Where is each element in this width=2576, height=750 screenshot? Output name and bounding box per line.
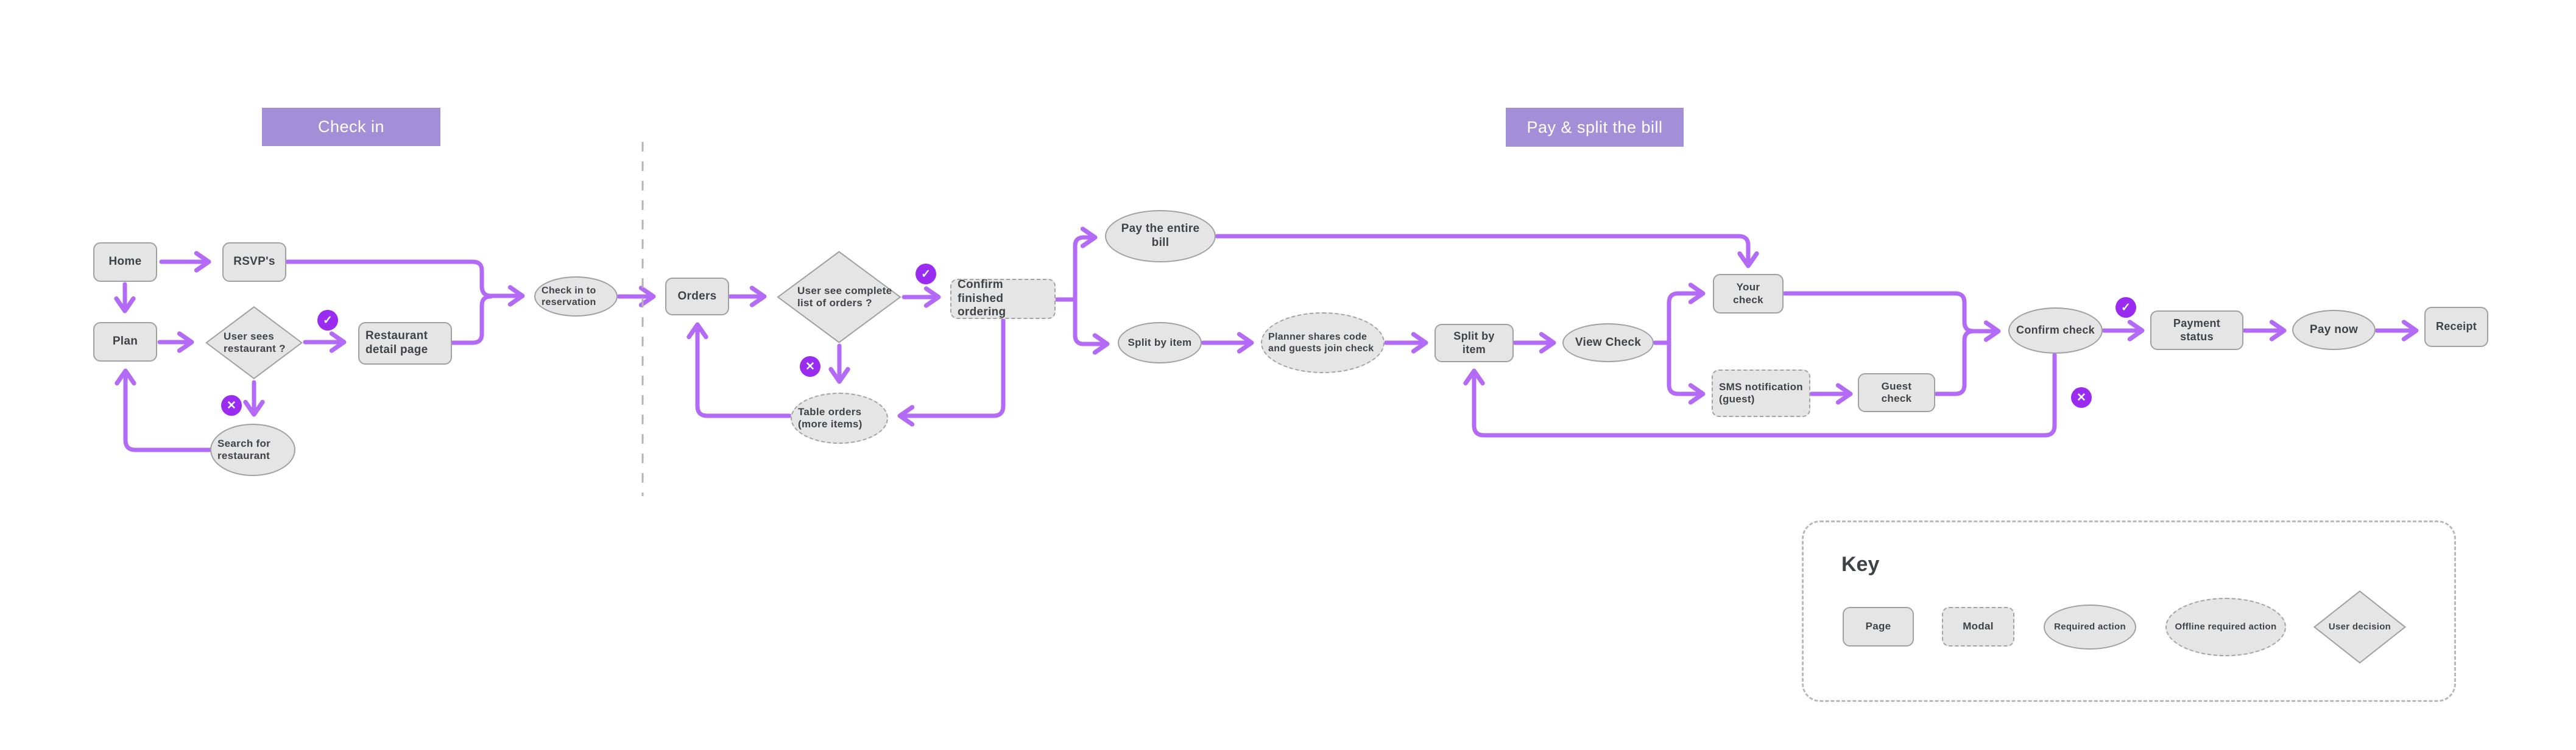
connector-brace-splititem [1073, 297, 1110, 355]
node-search-for-restaurant[interactable]: Search for restaurant [210, 424, 295, 476]
diamond-shape [777, 251, 902, 343]
diamond-shape [205, 306, 303, 379]
legend-label: User decision [2328, 622, 2391, 632]
node-label: Planner shares code and guests join chec… [1268, 331, 1374, 354]
node-view-check[interactable]: View Check [1562, 323, 1654, 362]
node-label: Table orders (more items) [798, 405, 863, 430]
node-label: Pay the entire bill [1121, 222, 1200, 249]
x-icon: ✕ [805, 360, 815, 373]
node-label: Home [108, 255, 142, 268]
node-planner-shares-code[interactable]: Planner shares code and guests join chec… [1261, 312, 1385, 373]
node-orders[interactable]: Orders [665, 278, 729, 315]
node-restaurant-detail-page[interactable]: Restaurant detail page [358, 322, 452, 365]
legend-label: Offline required action [2175, 622, 2277, 632]
node-guest-check[interactable]: Guest check [1858, 373, 1935, 412]
section-header-check-in: Check in [262, 108, 440, 146]
connector-search-plan [115, 368, 213, 452]
node-payment-status[interactable]: Payment status [2150, 310, 2243, 350]
node-label: Check in to reservation [542, 285, 596, 307]
node-sms-notification-guest[interactable]: SMS notification (guest) [1712, 370, 1810, 417]
node-your-check[interactable]: Your check [1713, 274, 1784, 314]
node-split-by-item-page[interactable]: Split by item [1434, 324, 1514, 362]
node-home[interactable]: Home [93, 242, 157, 282]
node-pay-now[interactable]: Pay now [2292, 310, 2376, 350]
legend-label: Required action [2054, 622, 2126, 632]
node-pay-the-entire-bill[interactable]: Pay the entire bill [1105, 210, 1216, 262]
check-icon: ✓ [921, 267, 931, 281]
connector-brace-yourcheck [1667, 282, 1706, 345]
node-label: Pay now [2309, 323, 2359, 336]
x-icon: ✕ [227, 399, 236, 412]
no-badge-icon: ✕ [2071, 387, 2092, 408]
legend-item-user-decision: User decision [2313, 591, 2406, 664]
node-split-by-item-action[interactable]: Split by item [1118, 322, 1202, 363]
diamond-shape [2313, 591, 2406, 664]
node-label: View Check [1575, 335, 1642, 349]
connector-brace-sms [1667, 340, 1706, 405]
node-table-orders[interactable]: Table orders (more items) [791, 393, 888, 444]
legend-key-box [1802, 520, 2456, 702]
node-label: Split by item [1127, 336, 1192, 348]
node-confirm-finished-ordering[interactable]: Confirm finished ordering [950, 278, 1056, 319]
node-label: SMS notification (guest) [1719, 380, 1803, 405]
node-confirm-check[interactable]: Confirm check [2008, 307, 2103, 354]
connector-detail-merge [450, 294, 493, 345]
node-user-see-complete-list[interactable]: User see complete list of orders ? [777, 251, 902, 343]
node-label: Receipt [2435, 320, 2477, 333]
node-label: Confirm finished ordering [958, 278, 1006, 319]
yes-badge-icon: ✓ [2115, 297, 2136, 318]
connector-brace-payentire [1073, 226, 1098, 302]
node-label: User see complete list of orders ? [797, 284, 892, 309]
section-header-pay-split: Pay & split the bill [1506, 108, 1684, 147]
legend-item-modal: Modal [1942, 607, 2014, 647]
connector-yourcheck-confirmcheck [1782, 291, 2001, 342]
node-label: Split by item [1453, 329, 1495, 356]
node-label: Orders [677, 289, 717, 303]
node-label: Restaurant detail page [365, 329, 428, 356]
legend-label: Page [1865, 620, 1891, 633]
connector-confirm-tableorders [897, 318, 1006, 427]
check-icon: ✓ [323, 314, 333, 327]
node-label: Plan [112, 335, 138, 348]
legend-item-required-action: Required action [2044, 605, 2136, 650]
node-label: Payment status [2173, 317, 2221, 343]
yes-badge-icon: ✓ [317, 310, 338, 331]
connector-confirmcheck-splitpage-loop [1463, 352, 2057, 438]
connector-payentire-yourcheck [1215, 234, 1759, 268]
check-icon: ✓ [2121, 301, 2131, 314]
x-icon: ✕ [2077, 391, 2086, 404]
node-receipt[interactable]: Receipt [2424, 307, 2488, 347]
node-label: RSVP's [233, 255, 275, 268]
node-label: Confirm check [2016, 324, 2095, 337]
connector-rsvps-checkin [284, 259, 525, 307]
legend-key-title: Key [1841, 553, 1880, 576]
no-badge-icon: ✕ [221, 395, 242, 416]
node-label: User sees restaurant ? [224, 330, 286, 354]
connector-tableorders-orders [686, 322, 792, 418]
node-check-in-to-reservation[interactable]: Check in to reservation [534, 276, 618, 317]
connector-guestcheck-merge [1934, 329, 1976, 396]
no-badge-icon: ✕ [800, 356, 820, 377]
legend-item-page: Page [1843, 607, 1914, 647]
section-header-label: Check in [317, 117, 385, 136]
yes-badge-icon: ✓ [916, 264, 936, 284]
node-rsvps[interactable]: RSVP's [222, 242, 286, 282]
legend-item-offline-required-action: Offline required action [2165, 598, 2286, 656]
node-label: Search for restaurant [217, 437, 271, 461]
node-user-sees-restaurant[interactable]: User sees restaurant ? [205, 306, 303, 379]
node-label: Guest check [1881, 380, 1912, 404]
legend-label: Modal [1963, 620, 1994, 633]
section-header-label: Pay & split the bill [1526, 117, 1663, 136]
node-plan[interactable]: Plan [93, 322, 157, 362]
node-label: Your check [1733, 281, 1763, 306]
